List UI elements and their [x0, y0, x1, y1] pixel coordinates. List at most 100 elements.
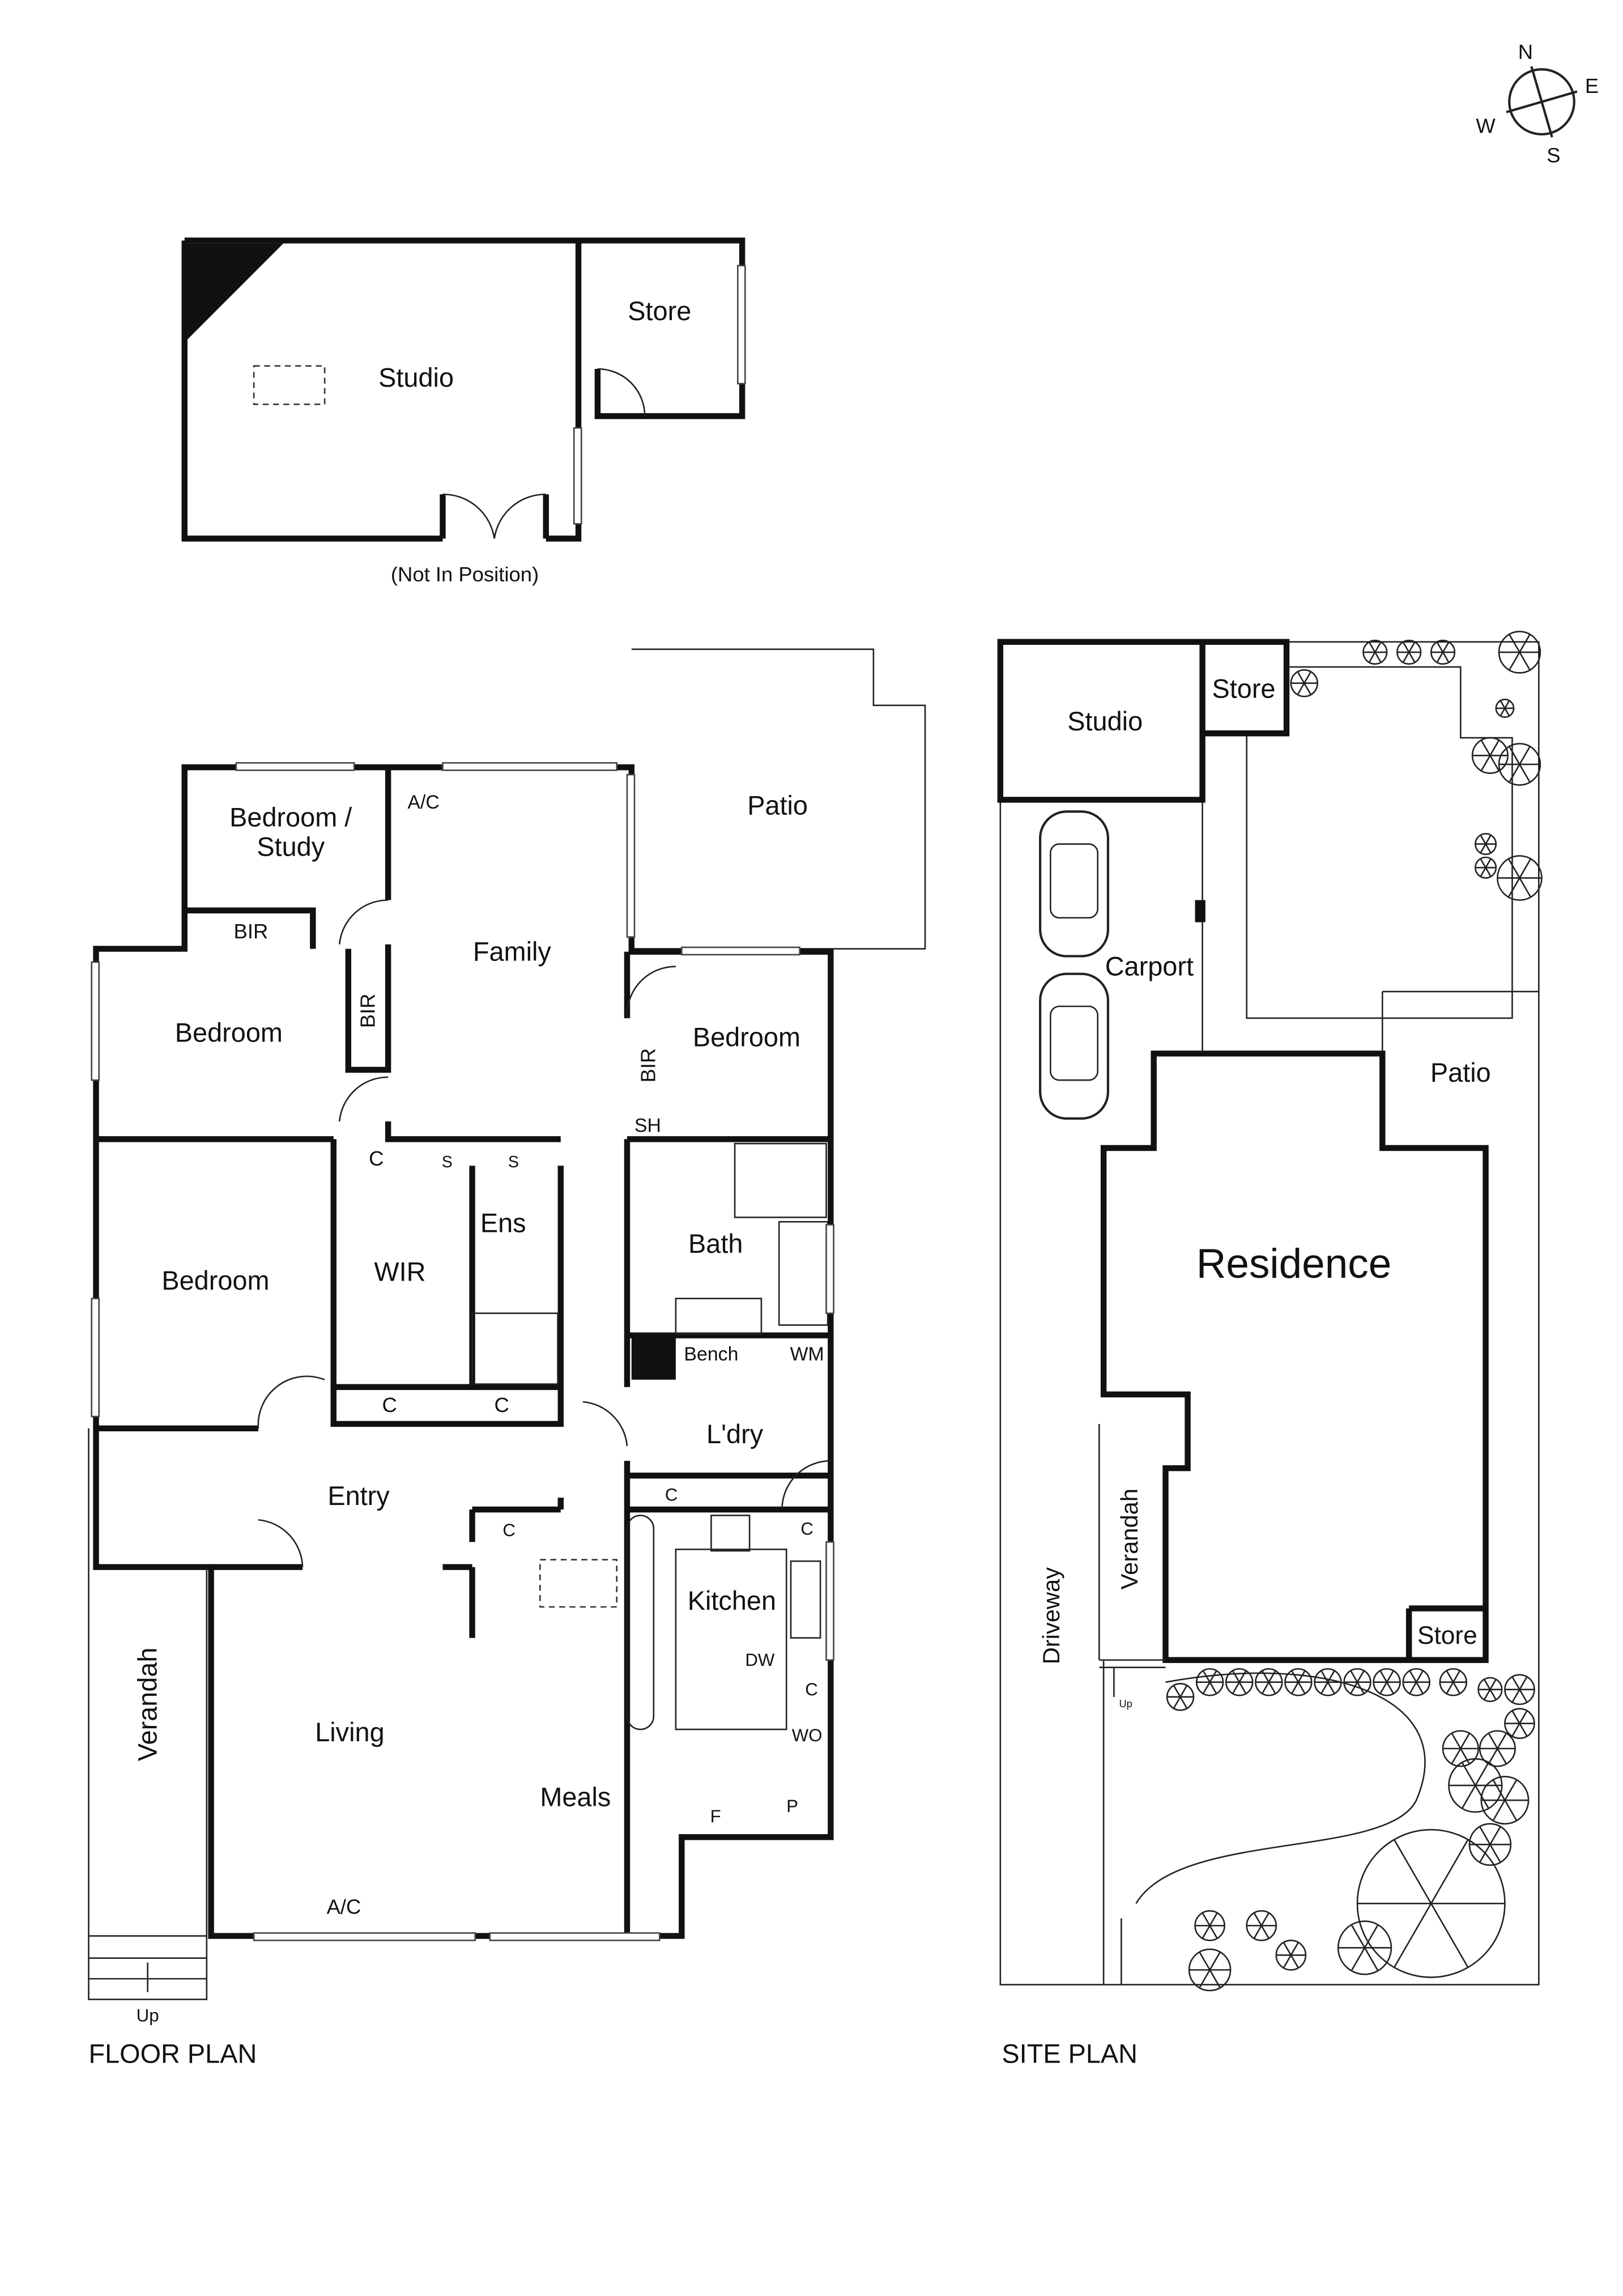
tree-branch [1320, 1670, 1329, 1683]
tree-branch [1489, 1826, 1501, 1845]
store-door-swing[interactable] [597, 368, 646, 416]
kitchen-label: Kitchen [688, 1586, 776, 1615]
tree-branch [1283, 1954, 1292, 1968]
dw-label: DW [745, 1650, 775, 1670]
tree-branch [1519, 1723, 1528, 1737]
tree-branch [1260, 1925, 1270, 1939]
tree-branch [1402, 641, 1410, 653]
living-skylight [539, 1559, 618, 1608]
tree-branch [1442, 641, 1450, 653]
tree-branch [1483, 1689, 1491, 1700]
tree-branch [1511, 1676, 1520, 1690]
tree-branch [1209, 1670, 1217, 1683]
tree-branch [1202, 1670, 1211, 1683]
c-5-label: C [502, 1520, 516, 1540]
bench-label: Bench [684, 1343, 738, 1365]
tree-branch [1479, 1826, 1491, 1845]
tree-branch [1364, 1924, 1379, 1949]
tree-branch [1489, 739, 1500, 756]
tree-branch [1379, 1670, 1388, 1683]
compass-ring [1508, 68, 1575, 136]
tree-branch [1492, 1779, 1506, 1801]
tree-branch [1489, 1689, 1497, 1700]
site-plan-title: SITE PLAN [1002, 2039, 1138, 2069]
tree-branch [1446, 1682, 1454, 1694]
wo-label: WO [792, 1725, 823, 1745]
verandah-outline [88, 1428, 208, 2000]
compass: N E S W [1476, 40, 1599, 167]
tree-branch [1452, 1670, 1461, 1683]
tree-branch [1209, 1969, 1221, 1988]
tree-branch [1519, 877, 1532, 898]
tree-branch [1451, 1748, 1462, 1764]
tree-branch [1436, 652, 1444, 663]
patio-outline [631, 648, 926, 950]
tree-branch [1497, 1733, 1507, 1749]
tree-branch [1485, 858, 1492, 868]
p-label: P [786, 1796, 798, 1816]
tree-branch [1460, 1733, 1471, 1749]
entry-label: Entry [327, 1481, 390, 1511]
tree-branch [1480, 867, 1486, 877]
tree-branch [1483, 1679, 1491, 1690]
tree-branch [1488, 1733, 1498, 1749]
kitchen-island [626, 1515, 655, 1730]
tree-branch [1509, 652, 1520, 671]
tree-branch [1511, 1689, 1520, 1703]
site-verandah-label: Verandah [1116, 1489, 1143, 1589]
tree-branch [1430, 1839, 1469, 1904]
tree-branch [1209, 1912, 1218, 1927]
tree-branch [1480, 755, 1491, 772]
outer-walls [93, 764, 834, 1939]
windows [91, 762, 834, 1941]
tree-branch [1209, 1925, 1218, 1939]
tree-branch [1509, 764, 1520, 783]
c-2-label: C [382, 1393, 397, 1417]
tree-branch [1356, 1670, 1365, 1683]
studio-label: Studio [378, 363, 454, 392]
tree-branch [1511, 1723, 1520, 1737]
tree-branch [1173, 1697, 1181, 1709]
floor-plan: Patio Bedroom / Study A/C BIR Family Bed… [88, 648, 926, 2069]
studio-skylight [253, 365, 326, 405]
tree-branch [1451, 1733, 1462, 1749]
tree-branch [1446, 1670, 1454, 1683]
up-label: Up [137, 2006, 159, 2026]
studio-double-door[interactable] [442, 494, 546, 539]
living-label: Living [315, 1717, 384, 1747]
tree-branch [1283, 1942, 1292, 1956]
tree-branch [1356, 1682, 1365, 1694]
tree-branch [1179, 1697, 1188, 1709]
site-store-bottom-label: Store [1417, 1622, 1477, 1649]
tree-branch [1386, 1682, 1394, 1694]
tree-branch [1504, 1800, 1518, 1821]
tree-branch [1209, 1682, 1217, 1694]
ac-top-label: A/C [407, 792, 439, 813]
tree-branch [1504, 700, 1510, 709]
tree-branch [1364, 1947, 1379, 1971]
tree-branch [1320, 1682, 1329, 1694]
stove [710, 1515, 751, 1552]
tree-branch [1409, 1682, 1417, 1694]
compass-w: W [1476, 114, 1496, 137]
bath-vanity [675, 1298, 762, 1335]
site-post [1195, 900, 1205, 922]
tree-branch [1351, 1947, 1366, 1971]
ens-label: Ens [480, 1208, 526, 1238]
tree-branch [1460, 1748, 1471, 1764]
verandah-label: Verandah [133, 1647, 162, 1761]
tree-branch [1297, 671, 1305, 684]
door-swings[interactable] [257, 899, 831, 1567]
residence-label: Residence [1196, 1241, 1392, 1287]
car-icon [1039, 810, 1110, 958]
site-up-label: Up [1119, 1698, 1132, 1710]
tree-branch [1268, 1670, 1276, 1683]
tree-branch [1297, 1670, 1306, 1683]
residence-outline [1100, 1051, 1489, 1663]
tree-branch [1408, 652, 1416, 663]
bedroom-1-label: Bedroom [175, 1018, 283, 1048]
tree-branch [1202, 1682, 1211, 1694]
tree-branch [1507, 858, 1520, 879]
tree-branch [1402, 652, 1410, 663]
tree-branch [1173, 1685, 1181, 1698]
